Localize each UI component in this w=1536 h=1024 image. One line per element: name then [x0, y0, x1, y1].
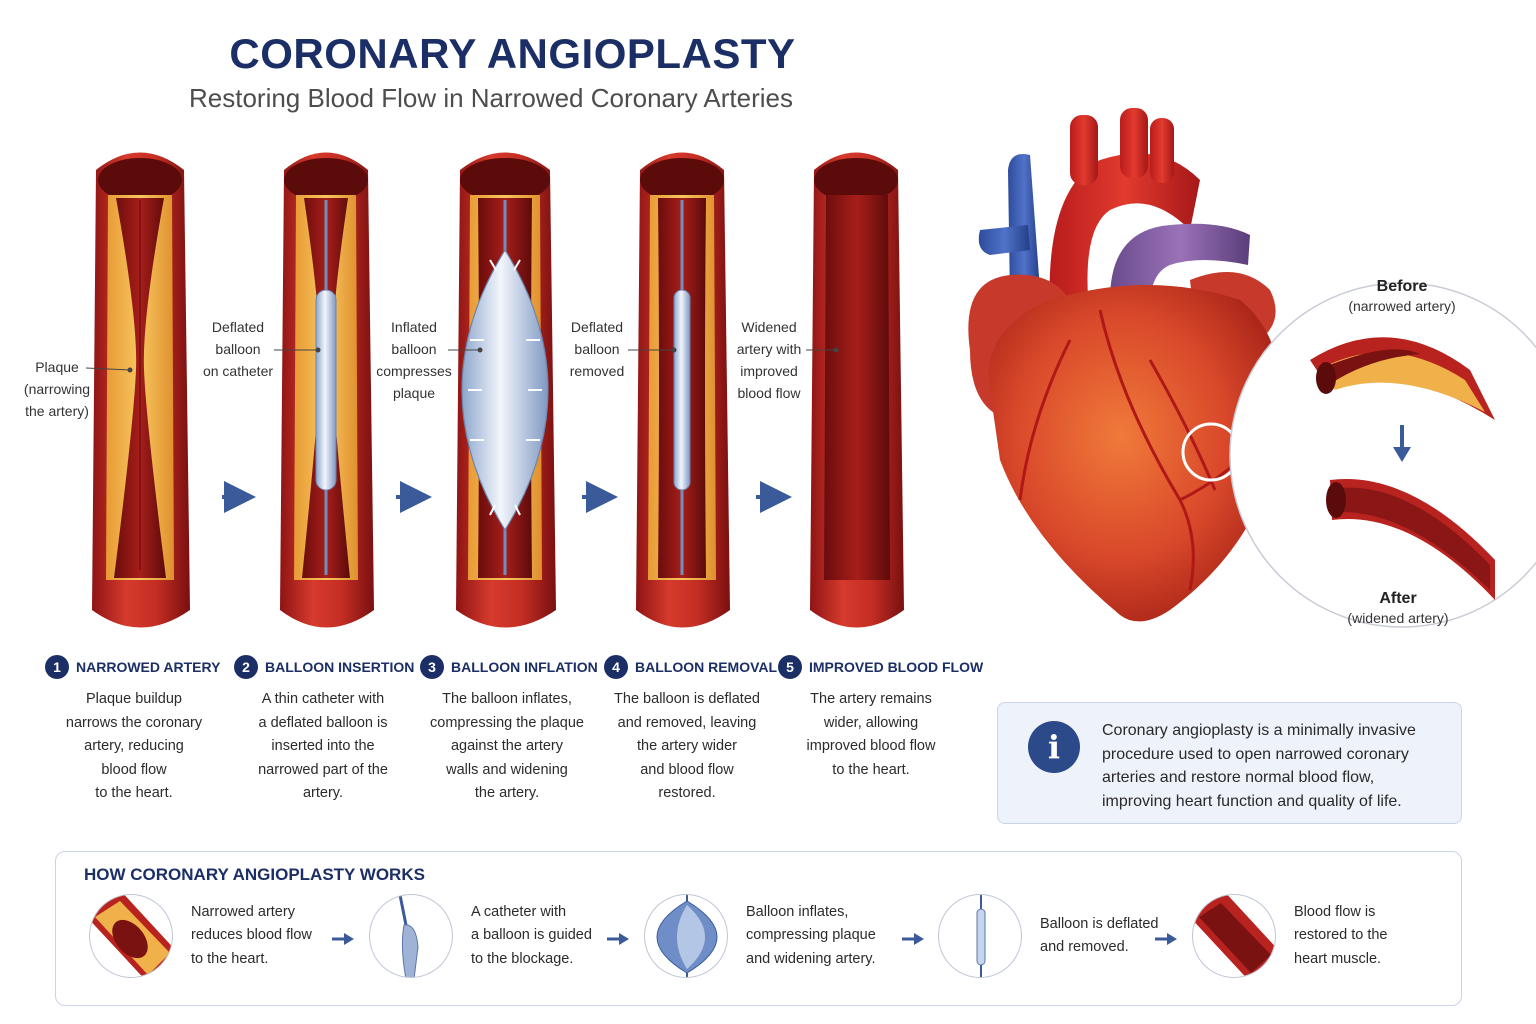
step-title: NARROWED ARTERY: [76, 659, 221, 675]
step-3-description: The balloon inflates,compressing the pla…: [430, 691, 584, 802]
arrow-right-icon: [607, 933, 629, 945]
artery-stages-illustration: [85, 152, 904, 628]
step-number-badge: 3: [420, 655, 444, 679]
deflated-balloon: [315, 289, 337, 491]
step-number-badge: 5: [778, 655, 802, 679]
artery-narrowed: [92, 152, 190, 628]
arrow-right-icon: [332, 933, 354, 945]
page-subtitle: Restoring Blood Flow in Narrowed Coronar…: [188, 83, 794, 113]
step-number-badge: 4: [604, 655, 628, 679]
step-number-badge: 1: [45, 655, 69, 679]
how-it-works-title: HOW CORONARY ANGIOPLASTY WORKS: [84, 865, 425, 884]
step-3-header: 3 BALLOON INFLATION: [420, 655, 598, 679]
info-text: Coronary angioplasty is a minimally inva…: [1102, 722, 1416, 810]
step-title: BALLOON INFLATION: [451, 659, 598, 675]
step-5-header: 5 IMPROVED BLOOD FLOW: [778, 655, 983, 679]
info-box: i Coronary angioplasty is a minimally in…: [997, 702, 1462, 824]
deflated-balloon-icon: [938, 894, 1022, 978]
after-artery: [1326, 479, 1495, 600]
catheter-icon: [369, 894, 453, 978]
restored-artery-icon: [1192, 894, 1276, 978]
narrowed-artery-icon: [89, 894, 173, 978]
step-4-header: 4 BALLOON REMOVAL: [604, 655, 777, 679]
after-label: After (widened artery): [1347, 590, 1449, 626]
before-label: Before (narrowed artery): [1348, 278, 1456, 314]
step-2-header: 2 BALLOON INSERTION: [234, 655, 414, 679]
step-title: BALLOON INSERTION: [265, 659, 415, 675]
step-number-badge: 2: [234, 655, 258, 679]
before-artery: [1310, 337, 1495, 420]
inflated-balloon: [461, 248, 549, 532]
artery-widened: [810, 152, 904, 628]
inflated-balloon-icon: [644, 894, 728, 978]
info-icon: i: [1028, 721, 1080, 773]
step-1-header: 1 NARROWED ARTERY: [45, 655, 220, 679]
arrow-right-icon: [902, 933, 924, 945]
arrow-right-icon: [1155, 933, 1177, 945]
how-it-works-panel: HOW CORONARY ANGIOPLASTY WORKS Narrowed …: [55, 851, 1462, 1006]
artery-balloon-insertion: [280, 152, 374, 628]
page-title: CORONARY ANGIOPLASTY: [229, 30, 796, 77]
artery-balloon-removal: [636, 152, 730, 628]
artery-balloon-inflation: [456, 152, 556, 628]
heart-illustration: [968, 108, 1536, 628]
step-title: BALLOON REMOVAL: [635, 659, 778, 675]
step-title: IMPROVED BLOOD FLOW: [809, 659, 984, 675]
